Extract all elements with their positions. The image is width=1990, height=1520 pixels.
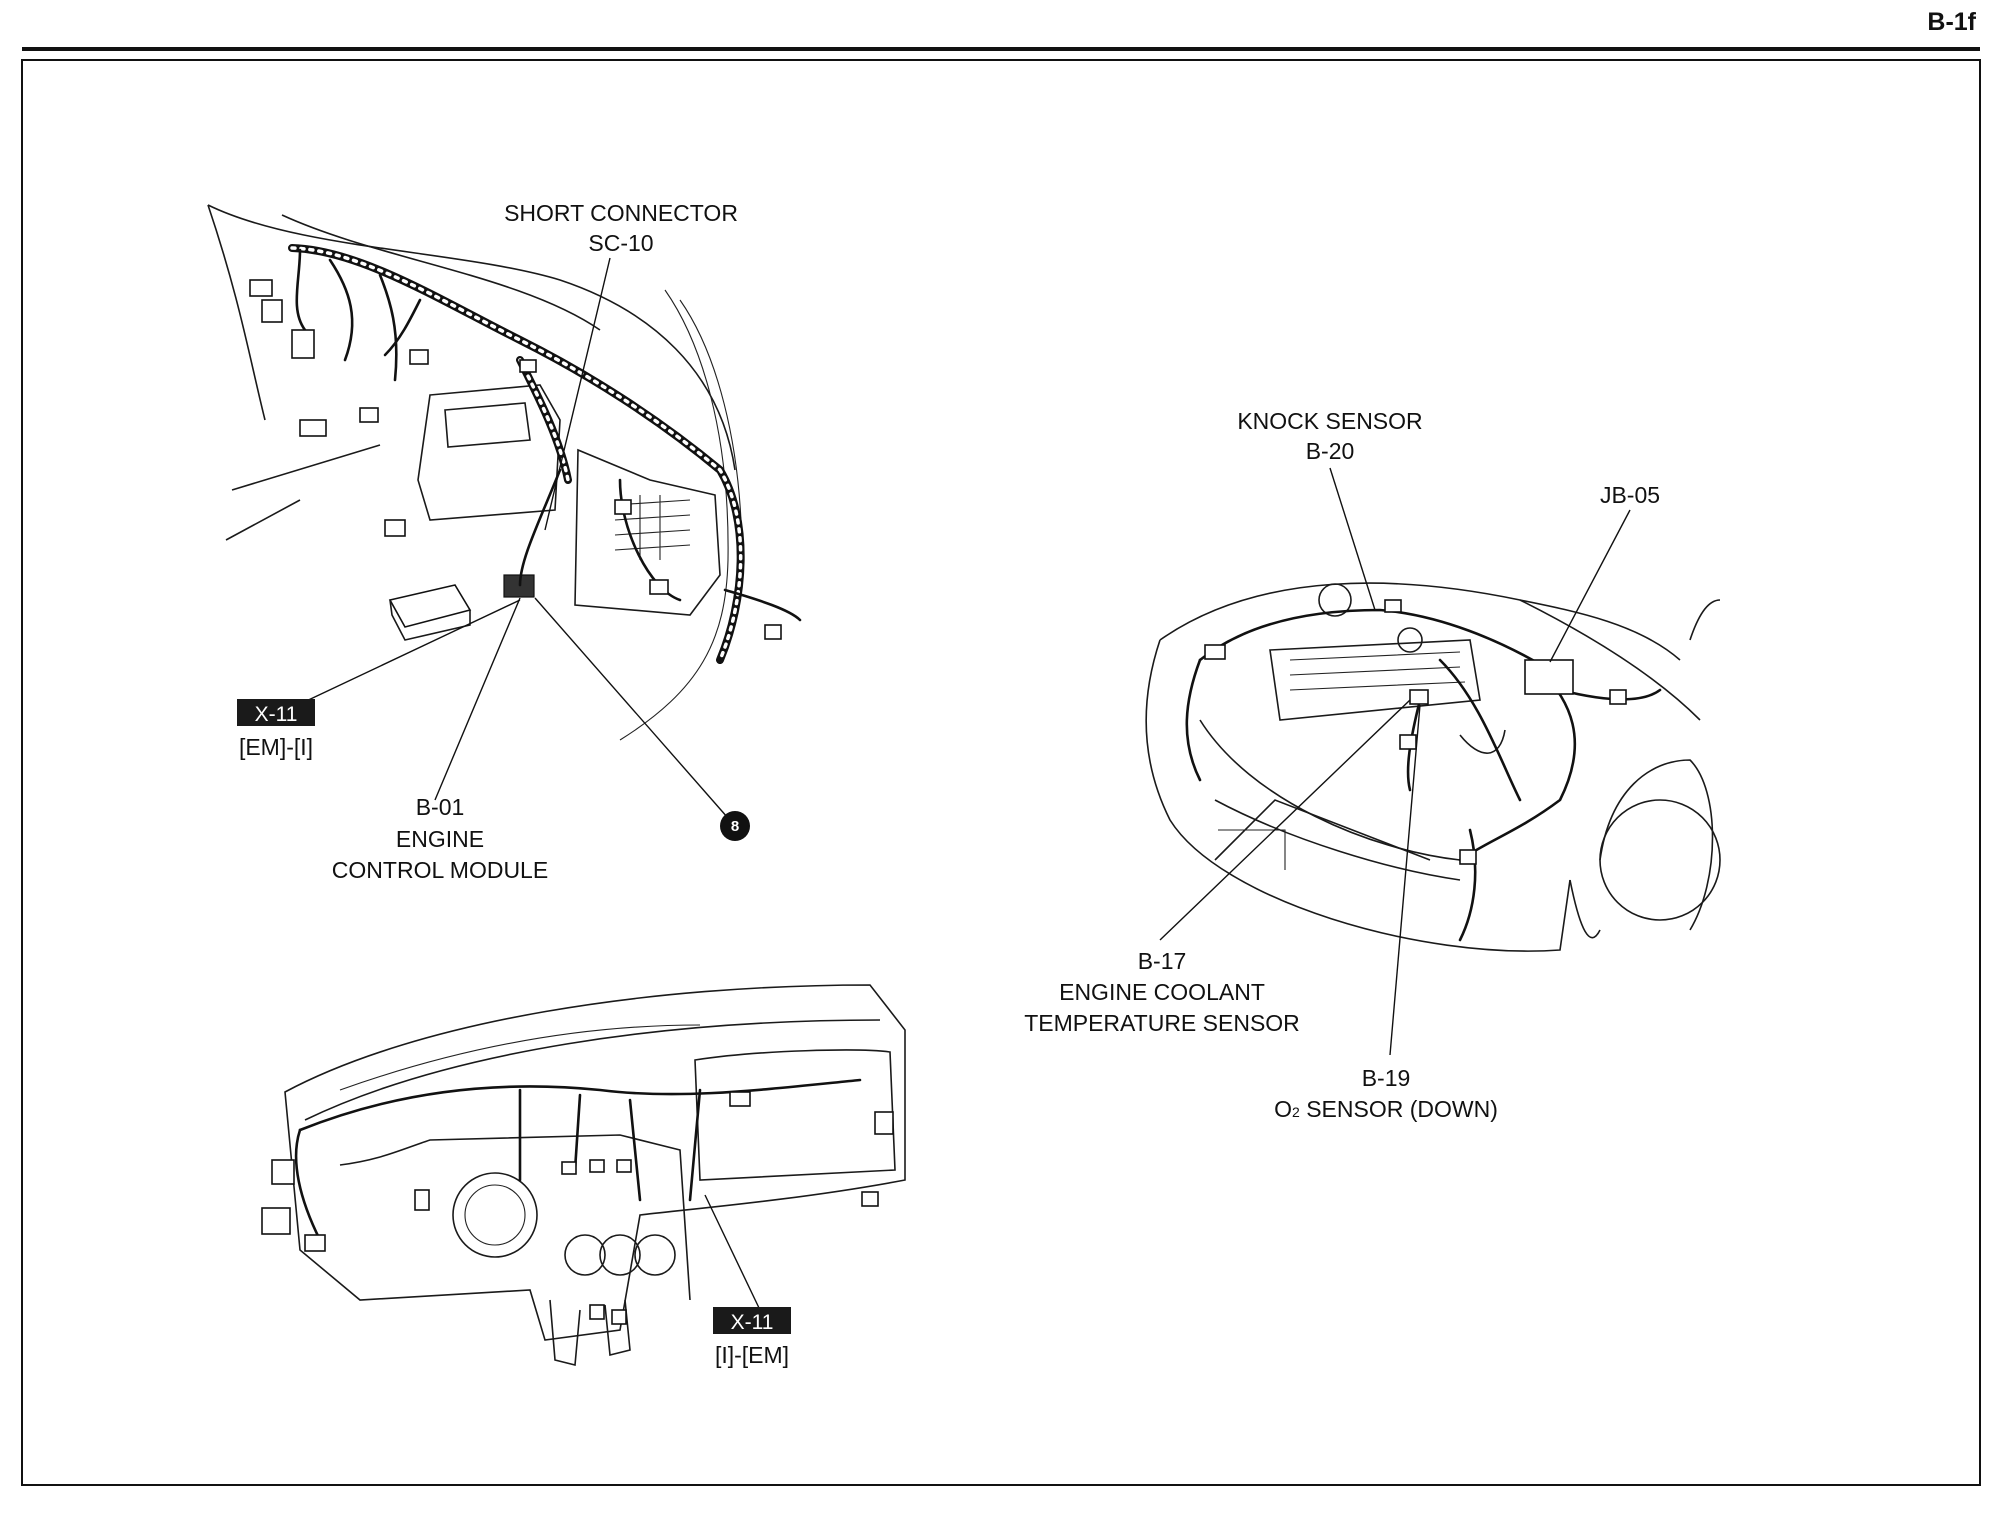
label-knock-sensor: KNOCK SENSOR B-20 (1237, 408, 1422, 464)
label-coolant-sensor: B-17 ENGINE COOLANT TEMPERATURE SENSOR (1024, 948, 1300, 1036)
svg-text:ENGINE COOLANT: ENGINE COOLANT (1059, 979, 1265, 1005)
leader-jb-05 (1549, 509, 1631, 663)
ecm-connector (503, 574, 535, 598)
svg-text:KNOCK SENSOR: KNOCK SENSOR (1237, 408, 1422, 434)
leader-knock-sensor (1329, 467, 1376, 611)
svg-text:SC-10: SC-10 (588, 230, 653, 256)
leader-o2-sensor (1389, 704, 1421, 1056)
leader-x11-top (282, 599, 521, 713)
leader-callout-8 (534, 597, 736, 827)
page-id: B-1f (1927, 8, 1976, 36)
svg-text:B-20: B-20 (1306, 438, 1355, 464)
svg-text:B-19: B-19 (1362, 1065, 1411, 1091)
x11-connector-top: X-11 [EM]-[I] (237, 699, 315, 760)
svg-text:SHORT CONNECTOR: SHORT CONNECTOR (504, 200, 738, 226)
dashboard-illustration (261, 984, 906, 1367)
svg-text:CONTROL MODULE: CONTROL MODULE (332, 857, 548, 883)
svg-text:TEMPERATURE SENSOR: TEMPERATURE SENSOR (1024, 1010, 1300, 1036)
leader-x11-bottom (704, 1194, 761, 1311)
leader-short-connector (544, 257, 611, 531)
x11-badge-top (237, 699, 315, 726)
svg-text:8: 8 (731, 818, 739, 835)
svg-text:X-11: X-11 (255, 703, 298, 726)
front-engine-illustration (1145, 582, 1721, 952)
engine-bay-illustration (207, 204, 802, 741)
svg-text:B-01: B-01 (416, 794, 465, 820)
svg-text:B-17: B-17 (1138, 948, 1187, 974)
svg-text:X-11: X-11 (731, 1311, 774, 1334)
label-short-connector: SHORT CONNECTOR SC-10 (504, 200, 738, 256)
svg-text:O2 SENSOR (DOWN): O2 SENSOR (DOWN) (1274, 1096, 1498, 1122)
leader-ecm (434, 597, 521, 801)
jb-05-box (1524, 659, 1574, 695)
label-jb-05: JB-05 (1600, 482, 1660, 508)
label-ecm: B-01 ENGINE CONTROL MODULE (332, 794, 548, 883)
x11-badge-bottom (713, 1307, 791, 1334)
svg-text:ENGINE: ENGINE (396, 826, 484, 852)
svg-text:[EM]-[I]: [EM]-[I] (239, 734, 313, 760)
leader-coolant-sensor (1159, 699, 1411, 941)
x11-connector-bottom: X-11 [I]-[EM] (713, 1307, 791, 1368)
page-frame (21, 59, 1981, 1486)
svg-text:[I]-[EM]: [I]-[EM] (715, 1342, 789, 1368)
label-o2-sensor: B-19 O2 SENSOR (DOWN) (1274, 1065, 1498, 1122)
callout-8: 8 (720, 811, 750, 841)
